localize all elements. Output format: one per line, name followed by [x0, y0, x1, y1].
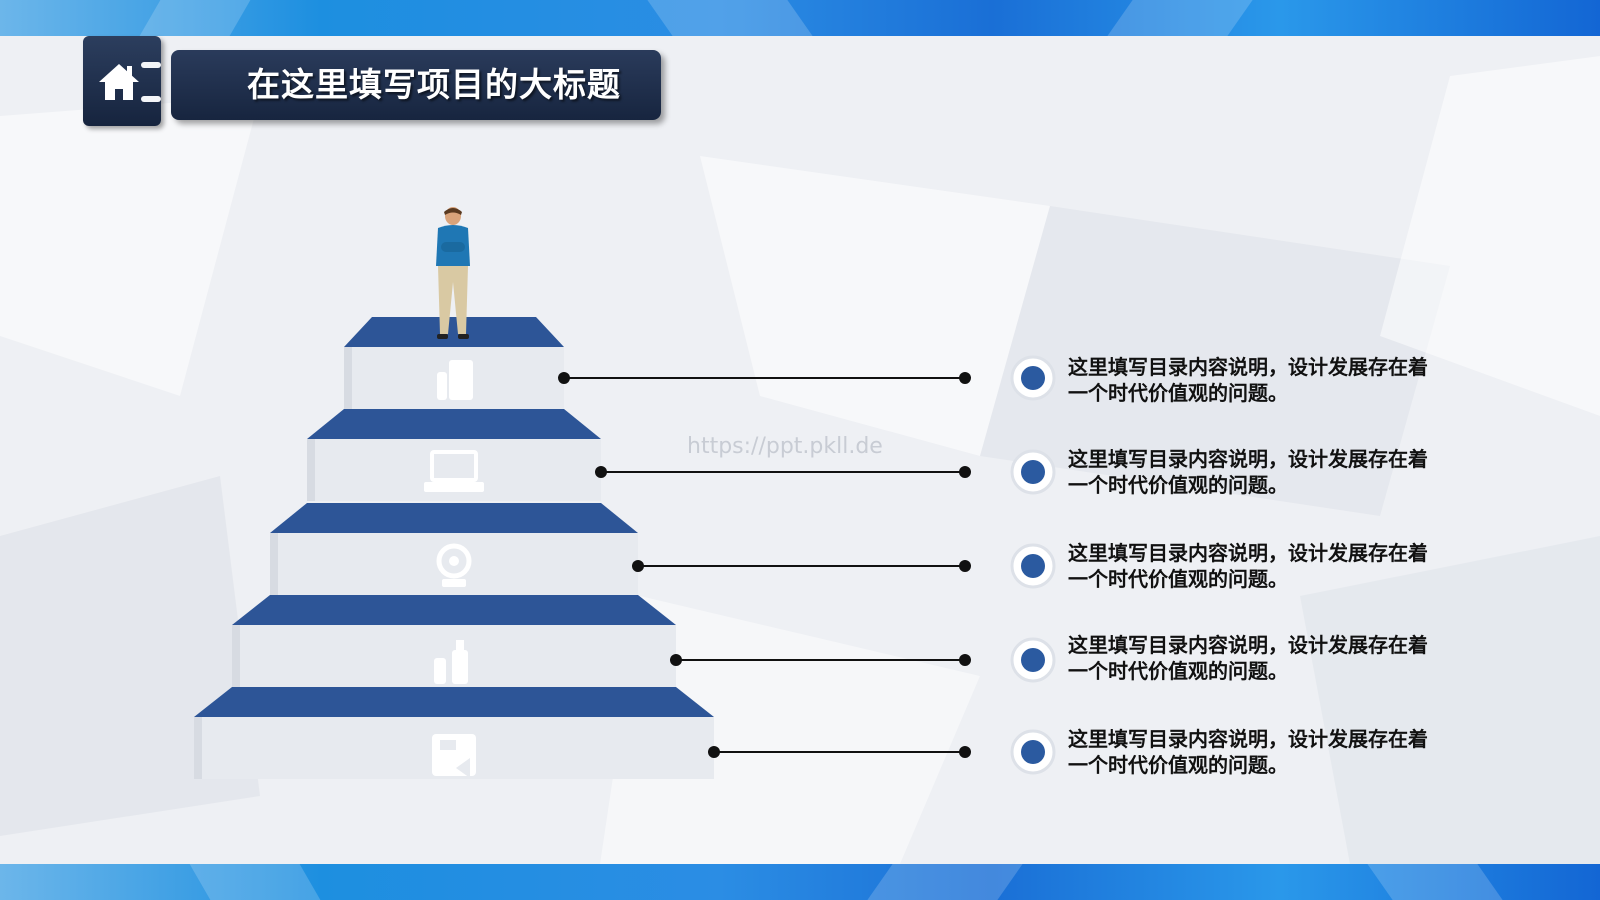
connector-dot-end: [959, 746, 971, 758]
pyramid-step-shade: [232, 625, 240, 687]
connector-dot-start: [632, 560, 644, 572]
laptop-icon: [424, 450, 484, 492]
pyramid-step-shade: [270, 533, 278, 595]
home-icon: [99, 64, 139, 100]
bullet-dot: [1021, 648, 1045, 672]
title-connector-top: [141, 62, 161, 68]
pyramid-step-top: [194, 687, 714, 717]
pyramid-step-top: [344, 317, 564, 347]
bullet-dot: [1021, 740, 1045, 764]
businessman-figure: [436, 207, 470, 339]
list-item-text: 这里填写目录内容说明，设计发展存在着一个时代价值观的问题。: [1068, 727, 1428, 777]
pyramid-step-top: [232, 595, 676, 625]
bullet-dot: [1021, 554, 1045, 578]
usb-drives-icon: [434, 640, 468, 684]
home-badge[interactable]: [83, 36, 161, 126]
connector-dot-start: [595, 466, 607, 478]
pyramid-step-shade: [344, 347, 352, 409]
bottom-banner: [0, 864, 1600, 900]
floppy-disk-icon: [432, 734, 476, 778]
list-item-text: 这里填写目录内容说明，设计发展存在着一个时代价值观的问题。: [1068, 355, 1428, 405]
pyramid-step-shade: [307, 439, 315, 501]
list-item-text: 这里填写目录内容说明，设计发展存在着一个时代价值观的问题。: [1068, 447, 1428, 497]
watermark-text: https://ppt.pkll.de: [687, 434, 883, 459]
connector-dot-end: [959, 372, 971, 384]
fax-icon: [437, 360, 473, 400]
connector-dot-end: [959, 466, 971, 478]
top-banner: [0, 0, 1600, 36]
pyramid-step-top: [270, 503, 638, 533]
webcam-icon: [436, 543, 472, 587]
connector-dot-start: [558, 372, 570, 384]
pyramid-step-top: [307, 409, 601, 439]
page-title: 在这里填写项目的大标题: [247, 65, 621, 104]
list-item-text: 这里填写目录内容说明，设计发展存在着一个时代价值观的问题。: [1068, 541, 1428, 591]
pyramid-step-shade: [194, 717, 202, 779]
connector-dot-end: [959, 560, 971, 572]
title-connector-bottom: [141, 96, 161, 102]
connector-dot-end: [959, 654, 971, 666]
connector-dot-start: [708, 746, 720, 758]
title-bar: 在这里填写项目的大标题: [171, 50, 661, 120]
bullet-dot: [1021, 460, 1045, 484]
list-item-text: 这里填写目录内容说明，设计发展存在着一个时代价值观的问题。: [1068, 633, 1428, 683]
connector-dot-start: [670, 654, 682, 666]
bullet-dot: [1021, 366, 1045, 390]
